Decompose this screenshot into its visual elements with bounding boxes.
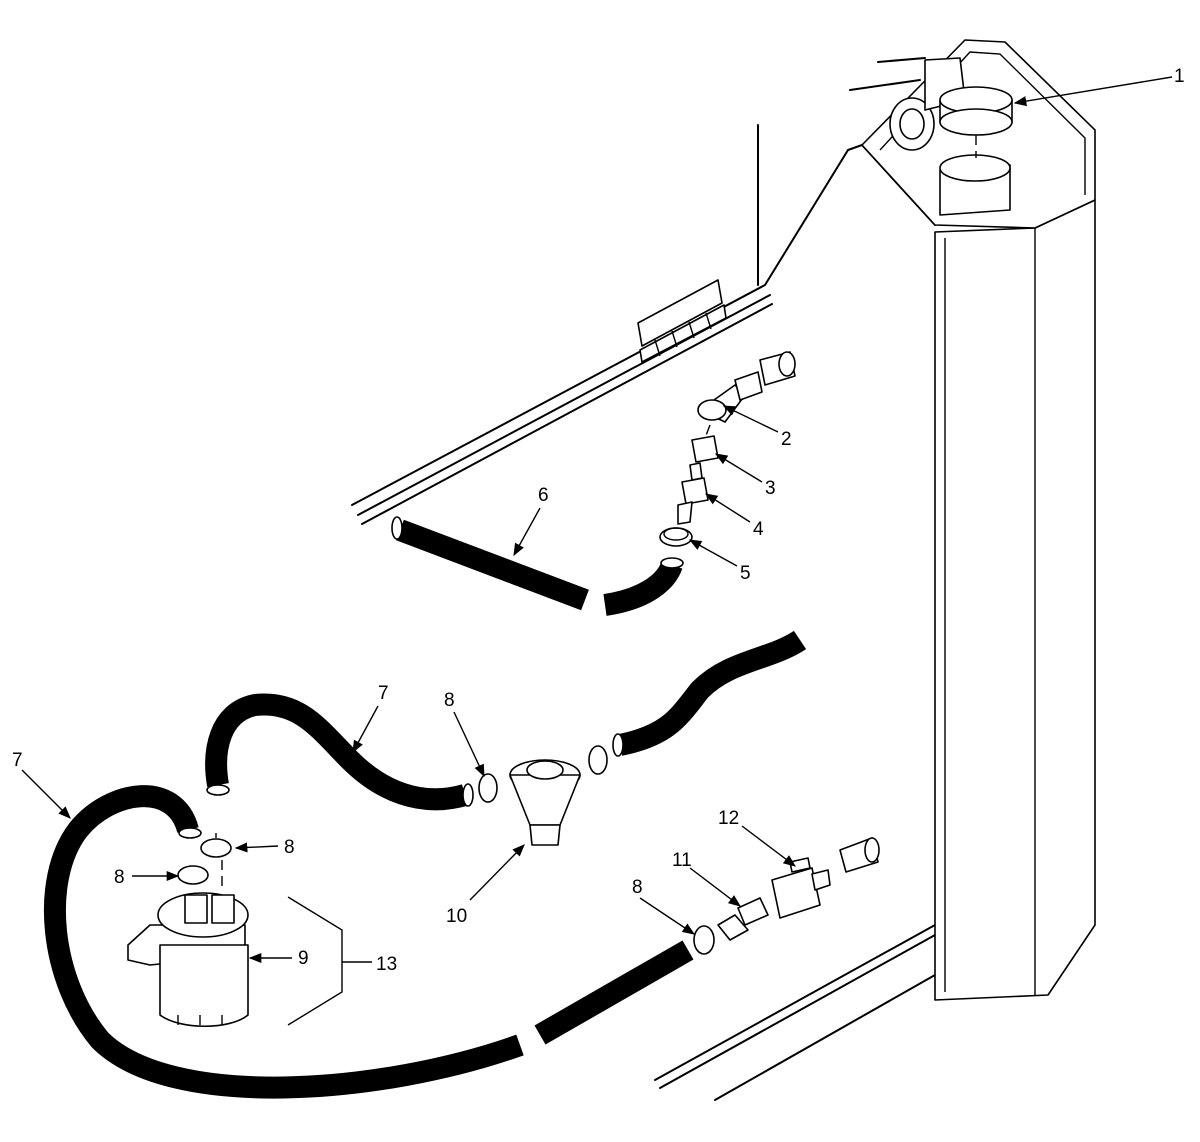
fuel-hose-main <box>205 693 474 811</box>
callout-8-upper-right: 8 <box>284 837 295 858</box>
fuel-filter-assembly <box>127 833 249 1028</box>
hose-clamp-upper <box>659 527 693 547</box>
callout-11: 11 <box>672 850 692 871</box>
callout-1: 1 <box>1174 66 1185 87</box>
callout-8-lower: 8 <box>632 877 643 898</box>
callout-6: 6 <box>538 485 549 506</box>
hose-barb-fitting <box>717 897 769 941</box>
fuel-hose-loop <box>44 630 807 1099</box>
callout-8-filter-inlet: 8 <box>444 690 455 711</box>
hinge <box>637 279 727 363</box>
leader-lines <box>21 76 1173 964</box>
callout-10: 10 <box>446 906 467 927</box>
fuel-hose-upper <box>391 516 684 616</box>
callout-9: 9 <box>298 948 309 969</box>
connector-fitting <box>677 462 709 525</box>
callout-5: 5 <box>740 563 751 584</box>
callout-4: 4 <box>753 519 764 540</box>
inline-fuel-filter <box>509 759 581 846</box>
fuel-cap <box>939 86 1013 158</box>
elbow-fitting <box>697 351 796 423</box>
frame-panel <box>351 124 936 1101</box>
callout-3: 3 <box>765 478 776 499</box>
callout-7-left: 7 <box>12 750 23 771</box>
callout-13: 13 <box>376 954 397 975</box>
callout-labels: 1 2 3 4 5 6 7 7 8 8 8 8 9 10 11 12 13 <box>12 66 1185 975</box>
adapter-fitting <box>691 424 719 463</box>
callout-7-upper: 7 <box>378 683 389 704</box>
callout-12: 12 <box>718 808 739 829</box>
callout-8-left: 8 <box>114 867 125 888</box>
callout-2: 2 <box>781 429 792 450</box>
hose-clamp <box>177 745 715 955</box>
shutoff-valve <box>771 837 880 919</box>
fuel-tank <box>849 39 1096 1001</box>
assembly-bracket <box>287 896 372 1026</box>
